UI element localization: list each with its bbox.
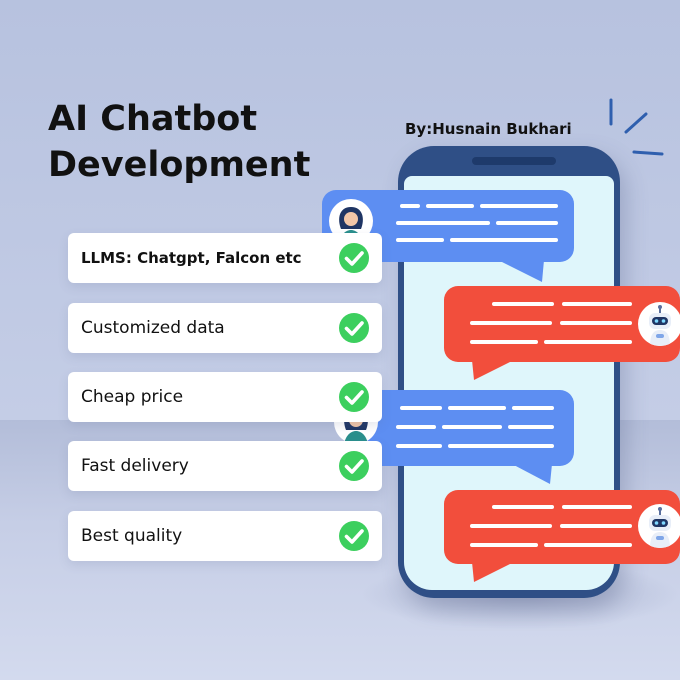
check-circle-icon bbox=[339, 451, 369, 481]
sparkle-lines-icon bbox=[609, 98, 664, 156]
feature-label: Cheap price bbox=[81, 387, 184, 407]
bot-bubble-tail bbox=[472, 360, 514, 380]
bot-chat-bubble bbox=[444, 490, 680, 564]
check-circle-icon bbox=[339, 313, 369, 343]
feature-card: Customized data bbox=[68, 303, 382, 353]
page-title: AI Chatbot Development bbox=[48, 99, 311, 185]
bot-chat-bubble bbox=[444, 286, 680, 362]
feature-card: Best quality bbox=[68, 511, 382, 561]
user-bubble-tail bbox=[512, 464, 552, 484]
check-circle-icon bbox=[339, 521, 369, 551]
feature-label: LLMS: Chatgpt, Falcon etc bbox=[81, 249, 302, 267]
robot-avatar-icon bbox=[638, 504, 680, 548]
robot-avatar-icon bbox=[638, 302, 680, 346]
author-credit: By:Husnain Bukhari bbox=[405, 120, 572, 138]
check-circle-icon bbox=[339, 382, 369, 412]
bot-bubble-tail bbox=[472, 562, 514, 582]
feature-card: LLMS: Chatgpt, Falcon etc bbox=[68, 233, 382, 283]
feature-card: Cheap price bbox=[68, 372, 382, 422]
feature-label: Best quality bbox=[81, 526, 183, 546]
user-chat-bubble bbox=[348, 390, 574, 466]
feature-card: Fast delivery bbox=[68, 441, 382, 491]
feature-label: Fast delivery bbox=[81, 456, 189, 476]
check-circle-icon bbox=[339, 243, 369, 273]
phone-speaker bbox=[472, 157, 556, 165]
user-bubble-tail bbox=[498, 260, 544, 282]
feature-label: Customized data bbox=[81, 318, 225, 338]
